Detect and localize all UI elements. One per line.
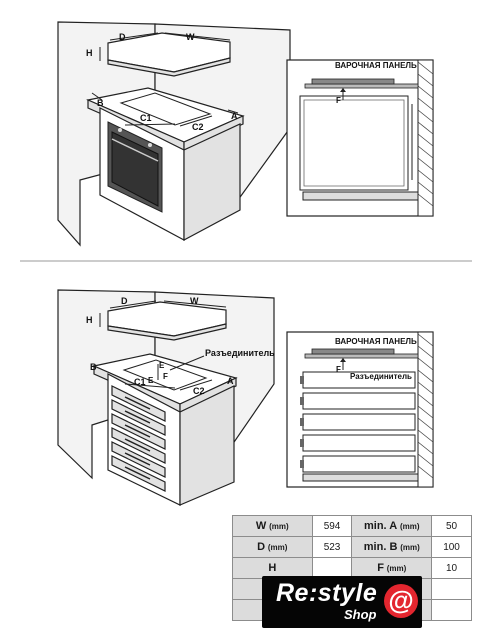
panel-label-top: ВАРОЧНАЯ ПАНЕЛЬ bbox=[335, 61, 417, 70]
table-row: W (mm) 594 min. A (mm) 50 bbox=[232, 515, 472, 537]
label-h-bottom: H bbox=[86, 315, 93, 325]
disconnector-label-right: Разъединитель bbox=[350, 372, 412, 381]
spec-unit: (mm) bbox=[269, 522, 289, 531]
label-c1-bottom: C1 bbox=[134, 377, 146, 387]
label-c1-top: C1 bbox=[140, 113, 152, 123]
spec-key: H bbox=[268, 562, 277, 574]
side-section-oven bbox=[286, 59, 434, 217]
drawer-cabinet-drawing bbox=[57, 289, 275, 506]
disconnector-label-left: Разъединитель bbox=[205, 348, 275, 358]
spec-value: 100 bbox=[431, 536, 472, 558]
logo-sub-text: Shop bbox=[344, 607, 377, 622]
spec-value: 50 bbox=[431, 515, 472, 537]
label-h-top: H bbox=[86, 48, 93, 58]
spec-key: min. B bbox=[363, 541, 398, 553]
spec-value: 10 bbox=[431, 557, 472, 579]
label-e-bottom-2: E bbox=[148, 376, 154, 385]
spec-key: W bbox=[255, 520, 267, 532]
label-d-bottom: D bbox=[121, 296, 128, 306]
label-a-bottom: A bbox=[227, 376, 234, 386]
spec-key: D bbox=[257, 541, 266, 553]
label-c2-top: C2 bbox=[192, 122, 204, 132]
label-w-bottom: W bbox=[190, 296, 199, 306]
label-a-top: A bbox=[231, 111, 238, 121]
label-f-bottom-left: F bbox=[163, 372, 168, 381]
spec-unit: (mm) bbox=[386, 564, 407, 573]
restyle-shop-logo[interactable]: Re:style Shop @ bbox=[262, 576, 422, 628]
spec-value: 523 bbox=[311, 536, 353, 558]
label-w-top: W bbox=[186, 32, 195, 42]
table-row: D (mm) 523 min. B (mm) 100 bbox=[232, 536, 472, 558]
spec-key: F bbox=[377, 562, 384, 574]
label-d-top: D bbox=[119, 32, 126, 42]
spec-unit: (mm) bbox=[400, 543, 420, 552]
logo-main-text: Re:style bbox=[276, 579, 378, 607]
label-f-bottom: F bbox=[336, 365, 341, 374]
spec-value: 594 bbox=[311, 515, 353, 537]
panel-label-bottom: ВАРОЧНАЯ ПАНЕЛЬ bbox=[335, 337, 417, 346]
label-f-top: F bbox=[336, 96, 341, 105]
label-b-bottom: B bbox=[90, 362, 97, 372]
label-e-bottom-1: E bbox=[159, 361, 165, 370]
spec-unit: (mm) bbox=[399, 522, 420, 531]
table-row: H F (mm) 10 bbox=[232, 557, 472, 579]
spec-key: min. A bbox=[363, 520, 398, 532]
spec-value bbox=[431, 578, 472, 600]
label-b-top: B bbox=[97, 98, 104, 108]
side-section-drawers bbox=[286, 331, 434, 488]
label-c2-bottom: C2 bbox=[193, 386, 205, 396]
oven-cabinet-drawing bbox=[57, 21, 291, 247]
spec-unit: (mm) bbox=[267, 543, 288, 552]
cart-at-icon: @ bbox=[384, 584, 418, 618]
spec-value bbox=[431, 599, 472, 621]
